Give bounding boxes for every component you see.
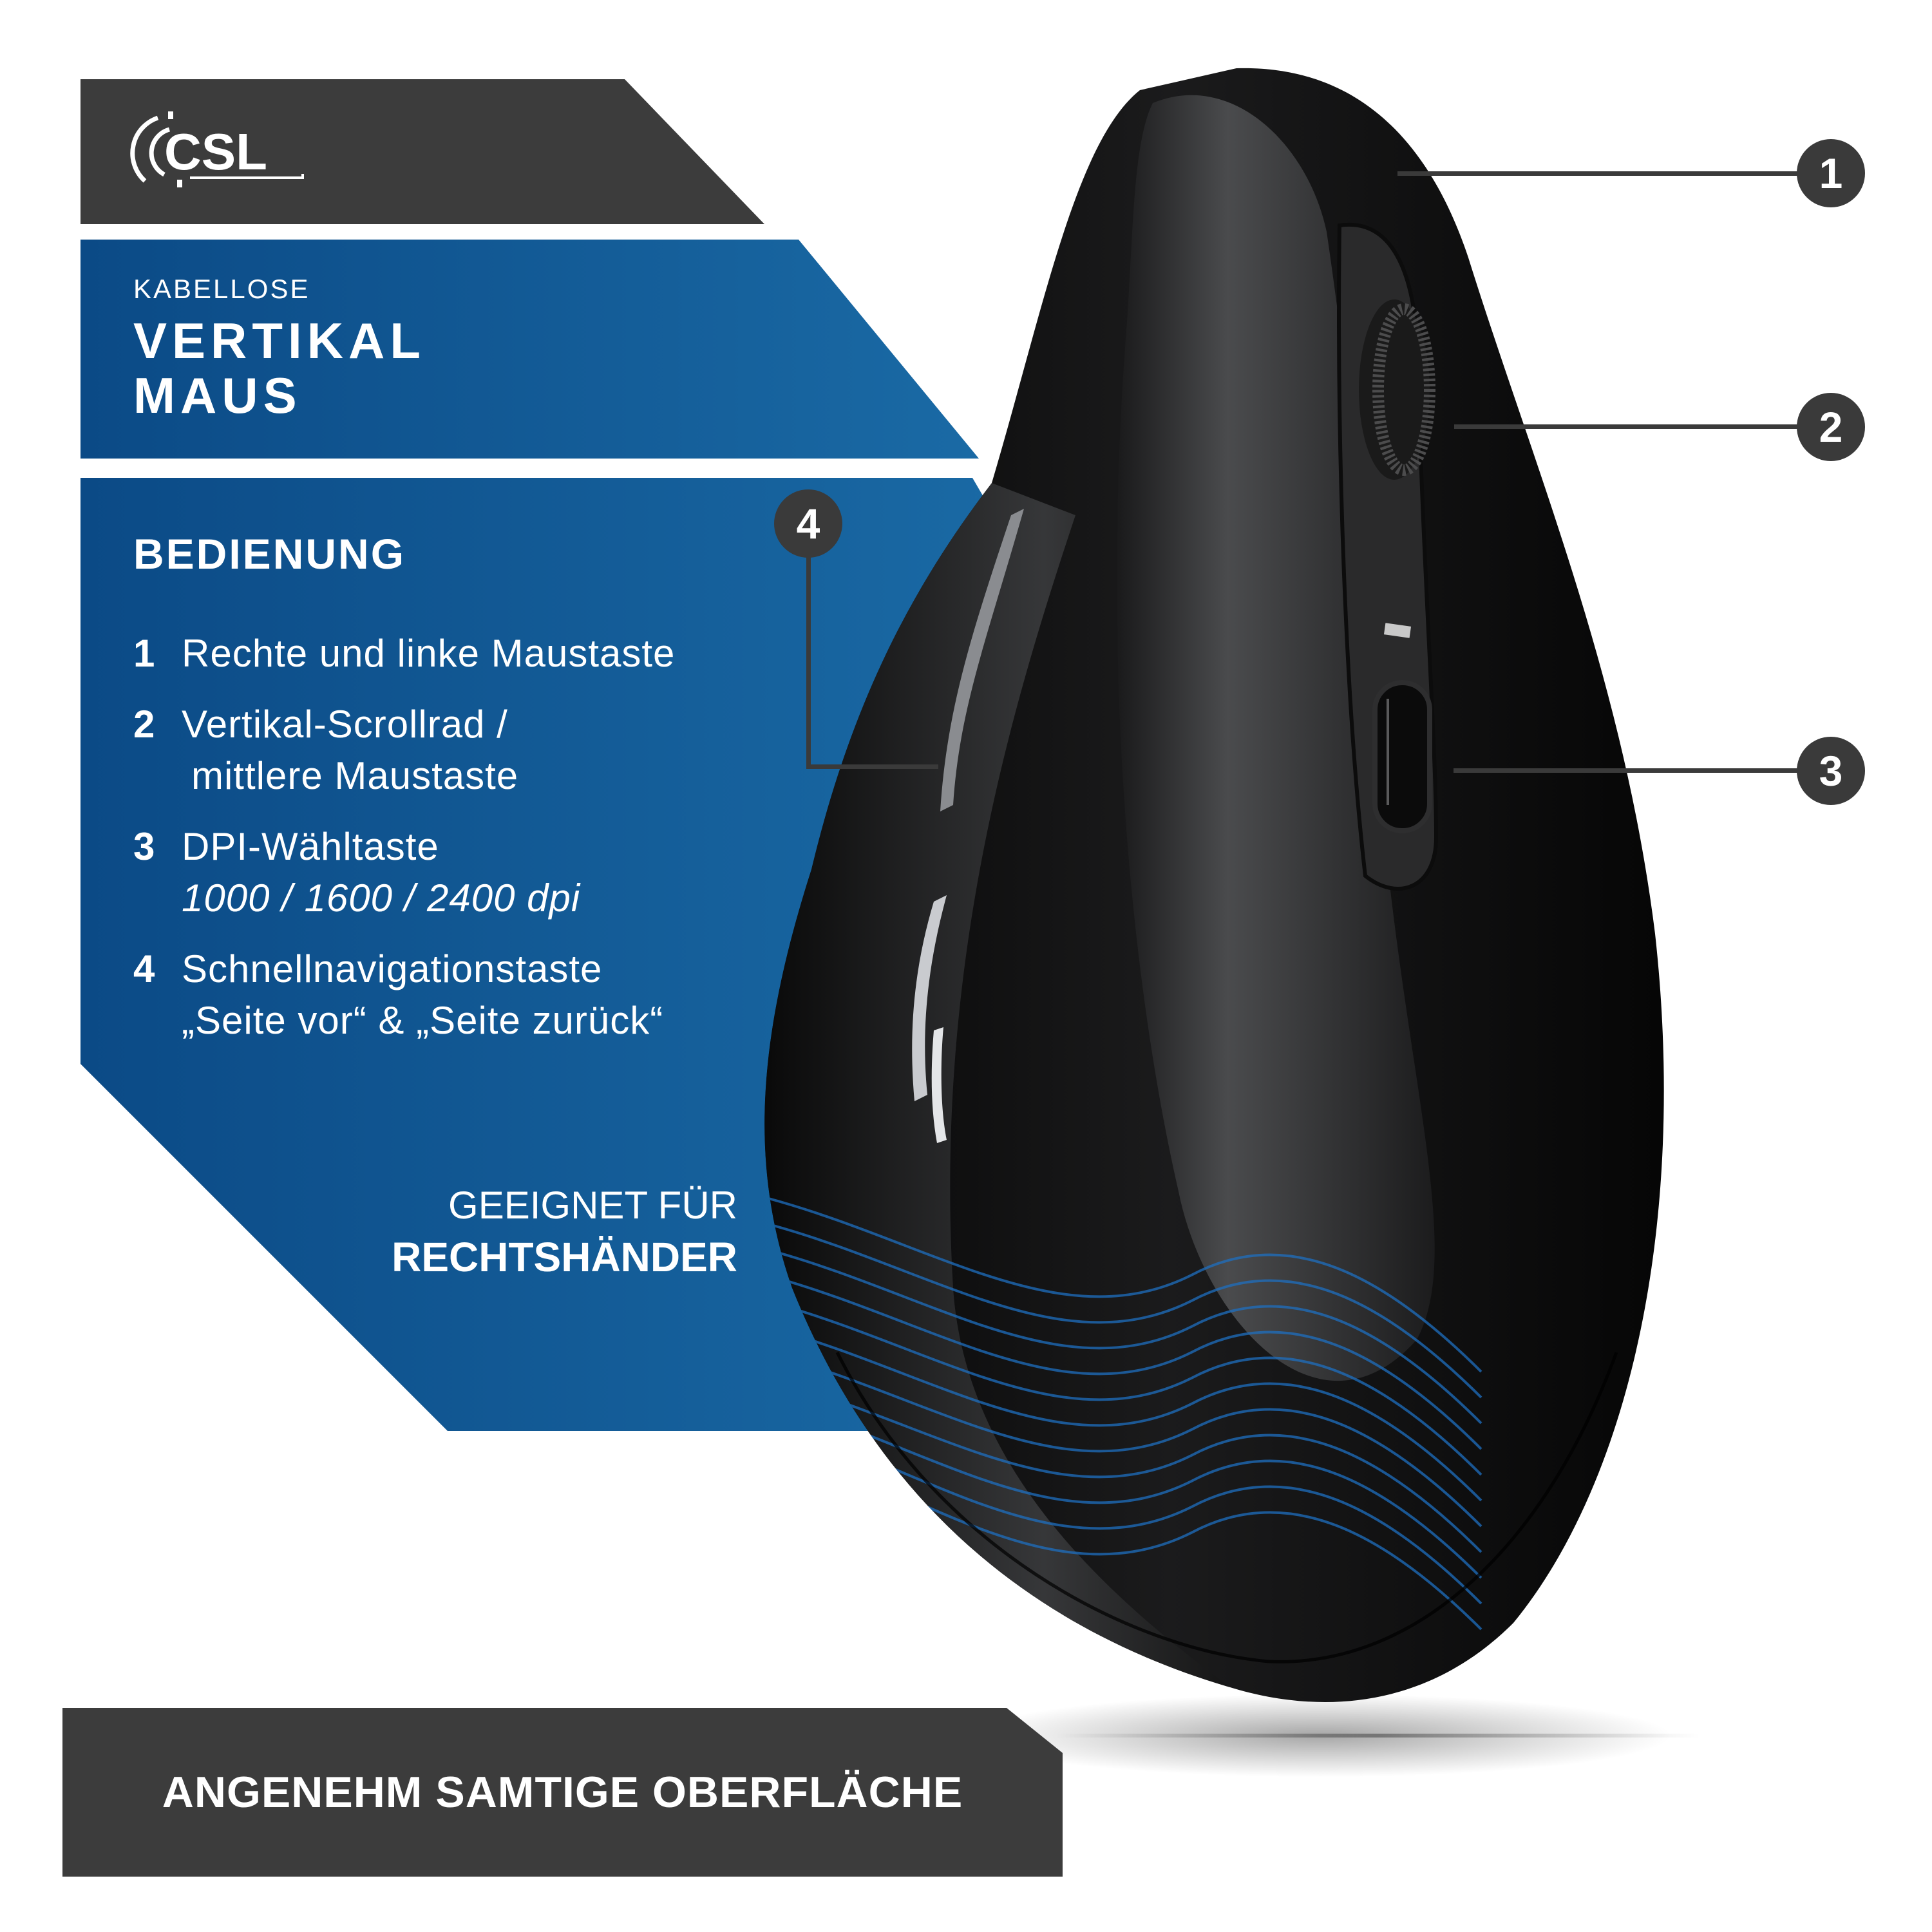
title-kicker: KABELLOSE [133,274,310,304]
feature-label: Rechte und linke Maustaste [182,632,676,675]
feature-label: Schnellnavigationstaste [182,947,603,990]
callout-line-1 [1397,171,1803,176]
title-line-1: VERTIKAL [133,312,426,369]
feature-label: Vertikal-Scrollrad / [182,703,508,746]
feature-sub: mittlere Maustaste [191,754,519,797]
base-rim [835,1351,1618,1663]
vertical-mouse-image [764,68,1664,1703]
callout-4: 4 [774,489,842,558]
feature-item-1: 1 Rechte und linke Maustaste [133,628,675,679]
blue-wave-pattern [766,1197,1482,1631]
suitability-line-1: GEEIGNET FÜR [448,1184,737,1227]
feature-item-4: 4 Schnellnavigationstaste „Seite vor“ & „… [133,943,663,1046]
callout-2: 2 [1797,393,1865,461]
title-line-2: MAUS [133,367,302,424]
logo-outer-arc [130,115,159,183]
feature-sub: 1000 / 1600 / 2400 dpi [182,876,581,920]
footer-banner [62,1708,1063,1877]
surface-shadow-line [1056,1734,1700,1738]
svg-text:CSL: CSL [164,123,267,180]
callout-line-3 [1454,768,1803,773]
dpi-indicator-led [1383,623,1412,638]
callout-line-4-vertical [806,554,811,769]
thumb-rest [764,483,1230,1687]
callout-line-2 [1454,424,1802,429]
feature-sub: „Seite vor“ & „Seite zurück“ [182,999,664,1042]
primary-button-surface [1117,95,1435,1381]
suitability-note: GEEIGNET FÜR RECHTSHÄNDER [370,1180,737,1283]
csl-logo: CSL [130,111,304,187]
features-heading: BEDIENUNG [133,530,406,578]
callout-line-4-horizontal [806,764,938,769]
dpi-button [1372,680,1432,833]
feature-number: 2 [133,703,156,746]
feature-number: 3 [133,825,156,868]
callout-3: 3 [1797,737,1865,805]
footer-banner-text: ANGENEHM SAMTIGE OBERFLÄCHE [162,1768,963,1817]
mouse-shadow [966,1694,1674,1777]
callout-1: 1 [1797,139,1865,207]
feature-item-3: 3 DPI-Wähltaste 1000 / 1600 / 2400 dpi [133,821,580,924]
feature-number: 4 [133,947,156,990]
feature-number: 1 [133,632,156,675]
suitability-line-2: RECHTSHÄNDER [392,1234,737,1280]
scroll-wheel [1359,299,1430,480]
feature-item-2: 2 Vertikal-Scrollrad / mittlere Maustaste [133,699,518,802]
feature-label: DPI-Wähltaste [182,825,439,868]
nav-button-highlight [940,509,1024,811]
